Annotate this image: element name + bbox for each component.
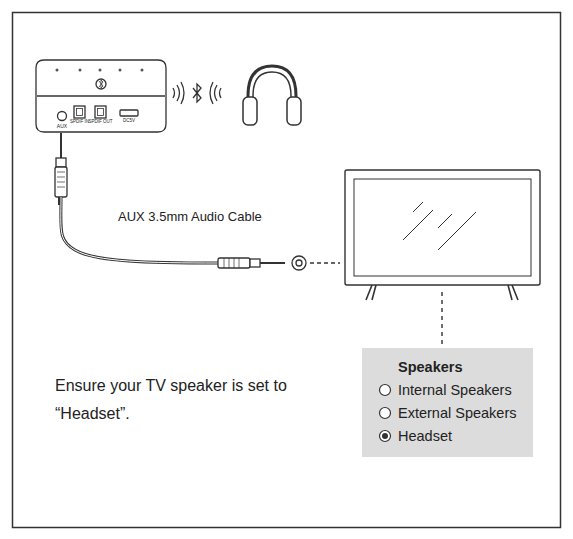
instruction-note: Ensure your TV speaker is set to “Headse…	[55, 372, 330, 428]
port-label: SPDIF OUT	[88, 120, 112, 125]
radio-button	[378, 406, 392, 420]
panel-heading: Speakers	[398, 359, 463, 375]
frame	[13, 13, 561, 528]
television	[345, 170, 540, 346]
cable-label: AUX 3.5mm Audio Cable	[118, 210, 262, 223]
radio-button	[378, 429, 392, 443]
radio-option: External Speakers	[378, 401, 521, 424]
audio-cable	[55, 133, 340, 270]
radio-option: Headset	[378, 424, 521, 447]
radio-button	[378, 383, 392, 397]
panel-heading-row: Speakers	[378, 356, 521, 378]
option-label: External Speakers	[398, 405, 516, 421]
option-label: Headset	[398, 428, 452, 444]
settings-panel: SpeakersInternal SpeakersExternal Speake…	[362, 348, 533, 457]
bluetooth-signal	[173, 82, 221, 104]
headphones	[243, 66, 301, 125]
radio-option: Internal Speakers	[378, 378, 521, 401]
port-label: AUX	[57, 124, 67, 129]
port-label: DC5V	[123, 119, 135, 124]
transmitter	[36, 60, 166, 132]
option-label: Internal Speakers	[398, 382, 512, 398]
port-label: SPDIF IN	[70, 120, 89, 125]
